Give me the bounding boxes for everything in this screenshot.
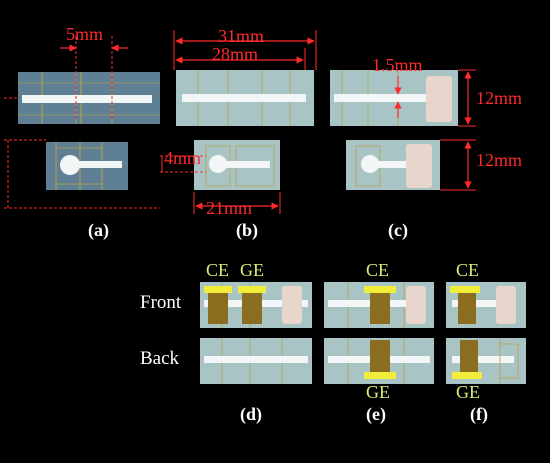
sensor-b-small	[194, 140, 280, 190]
sensor-f-front	[446, 282, 526, 328]
dimension-length	[173, 30, 317, 70]
panel-label-c: (c)	[388, 220, 408, 240]
dimension-label-strip-width: 1.5mm	[372, 55, 423, 75]
panel-label-d: (d)	[240, 404, 262, 424]
panel-label-a: (a)	[88, 220, 109, 240]
dimension-small-b	[160, 155, 281, 214]
sensor-c-small	[346, 140, 440, 190]
sensor-d-back	[200, 338, 312, 384]
sensor-b-large	[176, 70, 314, 126]
dimension-label-length-inner: 28mm	[212, 44, 259, 64]
panel-label-e: (e)	[366, 404, 386, 424]
panel-label-b: (b)	[236, 220, 258, 240]
sensor-f-back	[446, 338, 526, 384]
sensor-d-front	[200, 282, 312, 328]
dimension-c	[394, 69, 476, 191]
row-label-back: Back	[140, 348, 180, 369]
dimension-label-height-large: 12mm	[476, 88, 523, 108]
sensor-a-small	[46, 142, 128, 190]
sensor-a-large	[18, 72, 160, 124]
dimension-label-gap: 5mm	[66, 24, 104, 44]
dimension-guides-a	[4, 97, 160, 209]
dimension-gap	[60, 36, 128, 120]
sensor-e-front	[324, 282, 434, 328]
sensor-c-large	[330, 70, 458, 126]
dimension-label-length-outer: 31mm	[218, 26, 265, 46]
dimension-label-length-small: 21mm	[206, 198, 253, 218]
row-label-front: Front	[140, 292, 182, 313]
sensor-e-back	[324, 338, 434, 384]
panel-label-f: (f)	[470, 404, 488, 424]
dimension-label-offset: 4mm	[164, 148, 202, 168]
dimension-label-height-small: 12mm	[476, 150, 523, 170]
electrode-label-ge-f: GE	[456, 382, 480, 402]
electrode-label-ce-e: CE	[366, 260, 390, 280]
electrode-label-ge-d: GE	[240, 260, 264, 280]
electrode-label-ce-d: CE	[206, 260, 230, 280]
electrode-label-ce-f: CE	[456, 260, 480, 280]
electrode-label-ge-e: GE	[366, 382, 390, 402]
